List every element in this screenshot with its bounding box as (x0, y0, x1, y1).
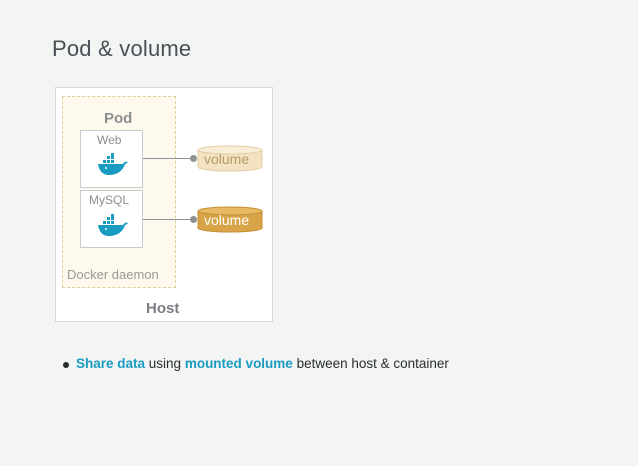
bullet-highlight-share-data: Share data (76, 356, 146, 371)
bullet-highlight-mounted-volume: mounted volume (184, 356, 293, 371)
mount-link-web (143, 158, 193, 159)
docker-daemon-label: Docker daemon (67, 267, 159, 282)
volume-label-web: volume (204, 151, 250, 167)
volume-cylinder-mysql (197, 206, 263, 233)
bullet-text-using: using (145, 356, 185, 371)
mount-dot-web (190, 155, 197, 162)
mount-link-mysql (143, 219, 193, 220)
volume-cylinder-web (197, 145, 263, 172)
container-mysql-label: MySQL (89, 193, 130, 207)
mount-dot-mysql (190, 216, 197, 223)
bullet-text-rest: between host & container (292, 356, 449, 371)
pod-label: Pod (104, 110, 133, 127)
container-web-label: Web (97, 133, 122, 147)
bullet-item: Share data using mounted volume between … (76, 356, 449, 371)
volume-label-mysql: volume (204, 212, 250, 228)
docker-whale-icon (98, 214, 128, 236)
docker-whale-icon (98, 153, 128, 175)
bullet-dot (63, 362, 69, 368)
slide-title: Pod & volume (52, 36, 192, 61)
host-label: Host (146, 300, 180, 317)
